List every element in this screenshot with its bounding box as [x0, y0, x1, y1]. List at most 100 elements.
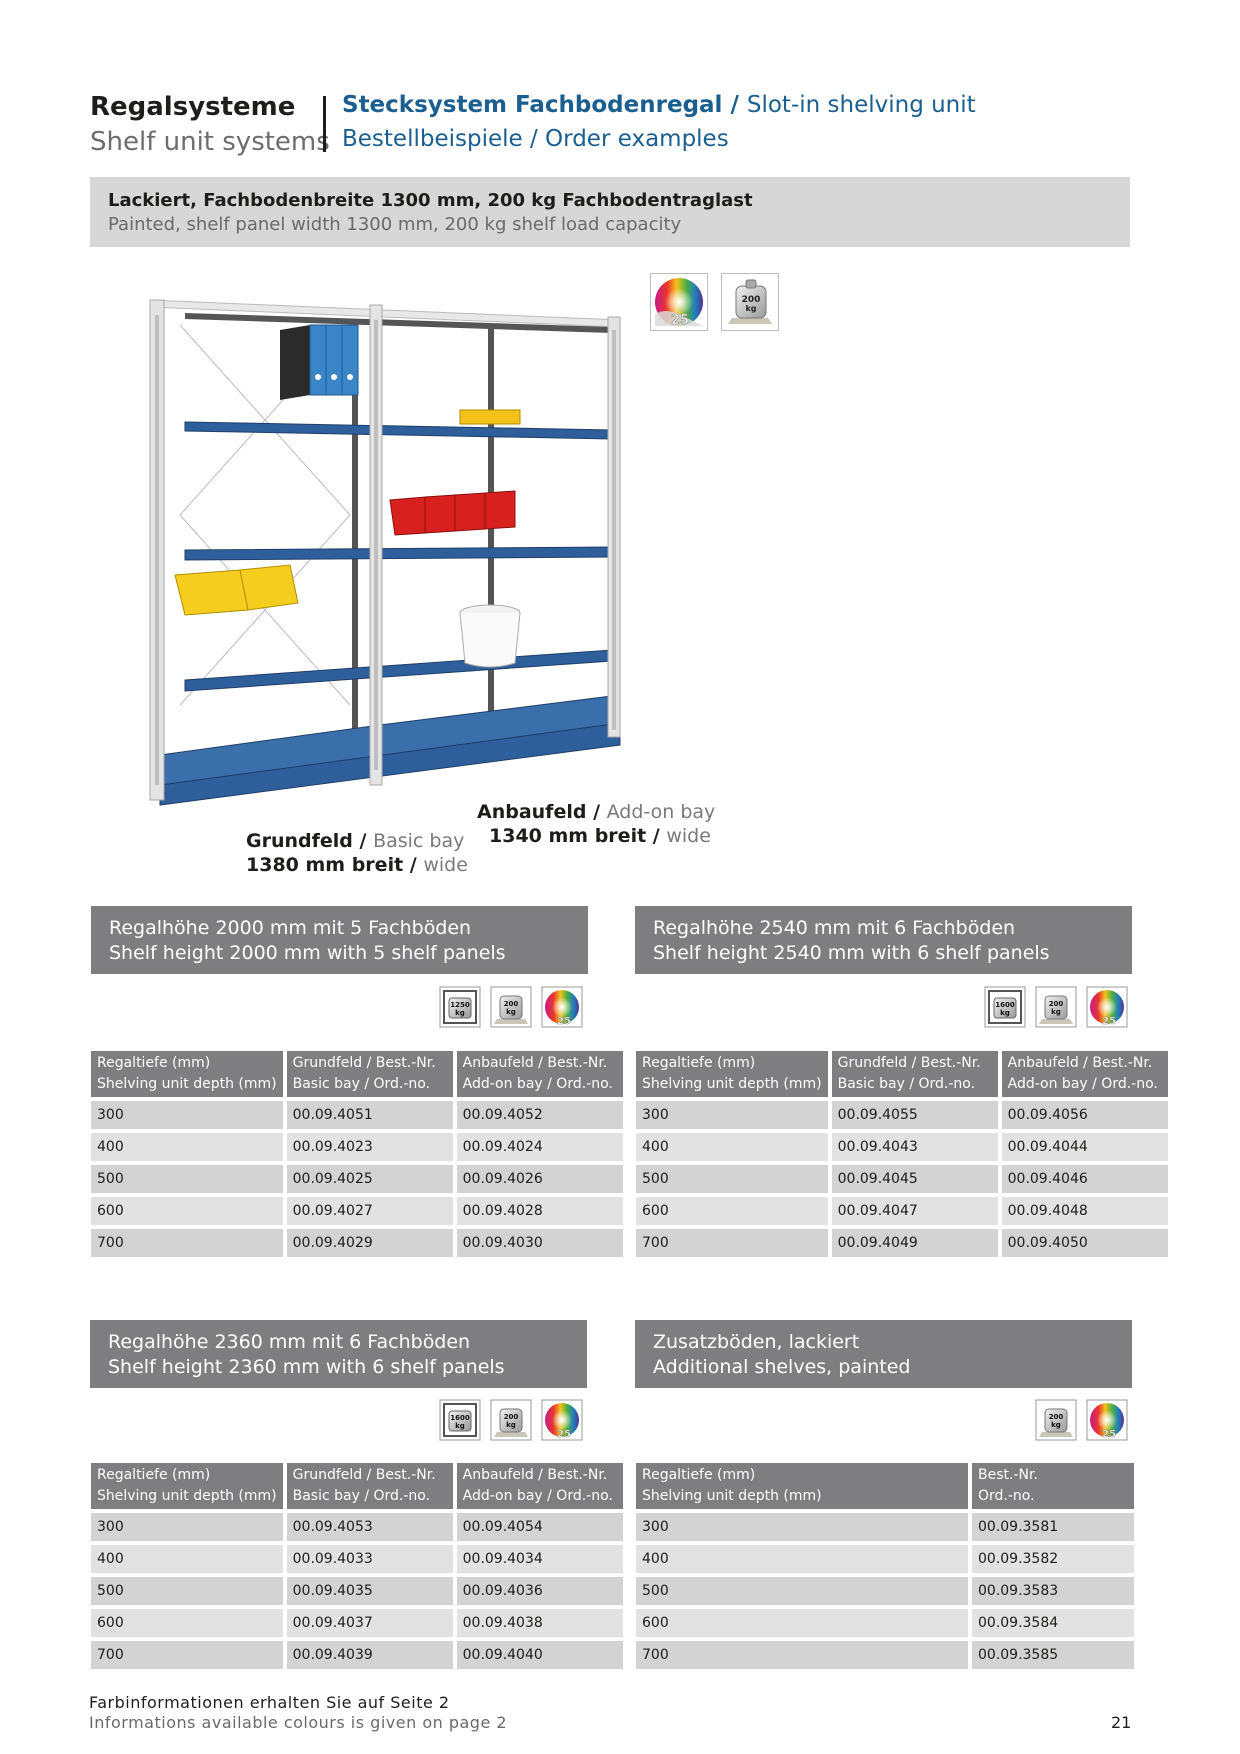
section-title-de: Regalhöhe 2000 mm mit 5 Fachböden — [109, 917, 472, 939]
anbaufeld-wide: wide — [666, 825, 711, 847]
svg-text:25: 25 — [557, 1429, 571, 1440]
table-header-line: Regaltiefe (mm) — [642, 1467, 756, 1483]
table-header: Anbaufeld / Best.-Nr.Add-on bay / Ord.-n… — [456, 1463, 623, 1509]
table-header: Anbaufeld / Best.-Nr.Add-on bay / Ord.-n… — [456, 1051, 623, 1097]
caption-sep: / — [403, 854, 424, 876]
table-header-line: Anbaufeld / Best.-Nr. — [462, 1055, 608, 1071]
table-cell: 00.09.4047 — [831, 1197, 998, 1225]
svg-text:kg: kg — [455, 1422, 465, 1430]
table-header-line: Anbaufeld / Best.-Nr. — [462, 1467, 608, 1483]
table-header-line: Shelving unit depth (mm) — [642, 1076, 822, 1092]
table-cell: 00.09.4049 — [831, 1229, 998, 1257]
basic-bay-label: Basic bay — [373, 830, 465, 852]
table-header-line: Add-on bay / Ord.-no. — [1007, 1076, 1158, 1092]
grundfeld-caption: Grundfeld / Basic bay 1380 mm breit / wi… — [246, 829, 468, 877]
table-header: Regaltiefe (mm)Shelving unit depth (mm) — [91, 1051, 283, 1097]
table-cell: 00.09.4036 — [456, 1577, 623, 1605]
table-header: Grundfeld / Best.-Nr.Basic bay / Ord.-no… — [286, 1463, 453, 1509]
table-header-line: Grundfeld / Best.-Nr. — [837, 1055, 981, 1071]
table-cell: 00.09.3584 — [972, 1609, 1134, 1637]
table-header-line: Grundfeld / Best.-Nr. — [292, 1467, 436, 1483]
caption-sep: / — [646, 825, 667, 847]
table-cell: 400 — [636, 1545, 968, 1573]
table-cell: 700 — [636, 1229, 828, 1257]
table-cell: 00.09.3582 — [972, 1545, 1134, 1573]
svg-text:25: 25 — [557, 1016, 571, 1027]
table-cell: 00.09.4038 — [456, 1609, 623, 1637]
caption-sep: / — [586, 801, 607, 823]
table-header: Grundfeld / Best.-Nr.Basic bay / Ord.-no… — [831, 1051, 998, 1097]
page-number: 21 — [1111, 1713, 1132, 1732]
table-cell: 00.09.3581 — [972, 1513, 1134, 1541]
table-cell: 500 — [636, 1577, 968, 1605]
footer-note-en: Informations available colours is given … — [89, 1713, 508, 1732]
table-header: Best.-Nr.Ord.-no. — [972, 1463, 1134, 1509]
svg-text:200: 200 — [1049, 1000, 1064, 1008]
table-header-line: Ord.-no. — [978, 1488, 1035, 1504]
table-header-line: Regaltiefe (mm) — [642, 1055, 756, 1071]
table-cell: 500 — [91, 1165, 283, 1193]
table-cell: 00.09.3583 — [972, 1577, 1134, 1605]
section-header-2540: Regalhöhe 2540 mm mit 6 Fachböden Shelf … — [635, 906, 1132, 974]
table-cell: 400 — [91, 1545, 283, 1573]
colors-count-text: 25 — [671, 313, 689, 328]
section-icons: 1600 kg 200 kg 25 — [439, 1399, 589, 1447]
svg-text:kg: kg — [455, 1009, 465, 1017]
table-cell: 00.09.4048 — [1001, 1197, 1168, 1225]
section-icons: 1250 kg 200 kg 25 — [439, 986, 589, 1034]
anbaufeld-width: 1340 mm breit — [489, 825, 647, 847]
table-header-line: Anbaufeld / Best.-Nr. — [1007, 1055, 1153, 1071]
color-small-icon: 25 — [1086, 1399, 1128, 1441]
table-cell: 00.09.4052 — [456, 1101, 623, 1129]
shelf-load-small-icon: 200 kg — [1035, 986, 1077, 1028]
table-cell: 00.09.4043 — [831, 1133, 998, 1161]
table-cell: 00.09.4030 — [456, 1229, 623, 1257]
category-title-de: Regalsysteme — [90, 92, 296, 122]
table-cell: 00.09.4025 — [286, 1165, 453, 1193]
svg-text:1600: 1600 — [450, 1414, 470, 1422]
order-table-2540: Regaltiefe (mm)Shelving unit depth (mm) … — [632, 1047, 1172, 1261]
color-small-icon: 25 — [541, 1399, 583, 1441]
spec-banner: Lackiert, Fachbodenbreite 1300 mm, 200 k… — [90, 177, 1130, 247]
table-cell: 00.09.4055 — [831, 1101, 998, 1129]
table-cell: 00.09.4037 — [286, 1609, 453, 1637]
footer-note-de: Farbinformationen erhalten Sie auf Seite… — [89, 1693, 450, 1712]
anbaufeld-caption: Anbaufeld / Add-on bay 1340 mm breit / w… — [477, 800, 715, 848]
table-cell: 00.09.4029 — [286, 1229, 453, 1257]
table-cell: 00.09.4033 — [286, 1545, 453, 1573]
color-options-icon: 25 — [650, 273, 708, 331]
svg-text:kg: kg — [506, 1008, 516, 1016]
table-header: Regaltiefe (mm)Shelving unit depth (mm) — [91, 1463, 283, 1509]
table-cell: 00.09.4056 — [1001, 1101, 1168, 1129]
table-cell: 00.09.4039 — [286, 1641, 453, 1669]
category-title-en: Shelf unit systems — [90, 127, 330, 157]
section-icons: 1600 kg 200 kg 25 — [984, 986, 1134, 1034]
table-cell: 300 — [636, 1513, 968, 1541]
grundfeld-wide: wide — [423, 854, 468, 876]
section-title-en: Additional shelves, painted — [653, 1356, 911, 1378]
svg-text:200: 200 — [504, 1413, 519, 1421]
table-cell: 500 — [91, 1577, 283, 1605]
product-title-de: Stecksystem Fachbodenregal — [342, 92, 723, 118]
section-title-en: Shelf height 2360 mm with 6 shelf panels — [108, 1356, 505, 1378]
table-cell: 00.09.4040 — [456, 1641, 623, 1669]
bay-load-icon: 1250 kg — [439, 986, 481, 1028]
section-header-2000: Regalhöhe 2000 mm mit 5 Fachböden Shelf … — [91, 906, 588, 974]
table-header: Anbaufeld / Best.-Nr. Add-on bay / Ord.-n… — [1001, 1051, 1168, 1097]
table-cell: 300 — [91, 1513, 283, 1541]
svg-text:1600: 1600 — [995, 1001, 1015, 1009]
svg-text:1250: 1250 — [450, 1001, 470, 1009]
